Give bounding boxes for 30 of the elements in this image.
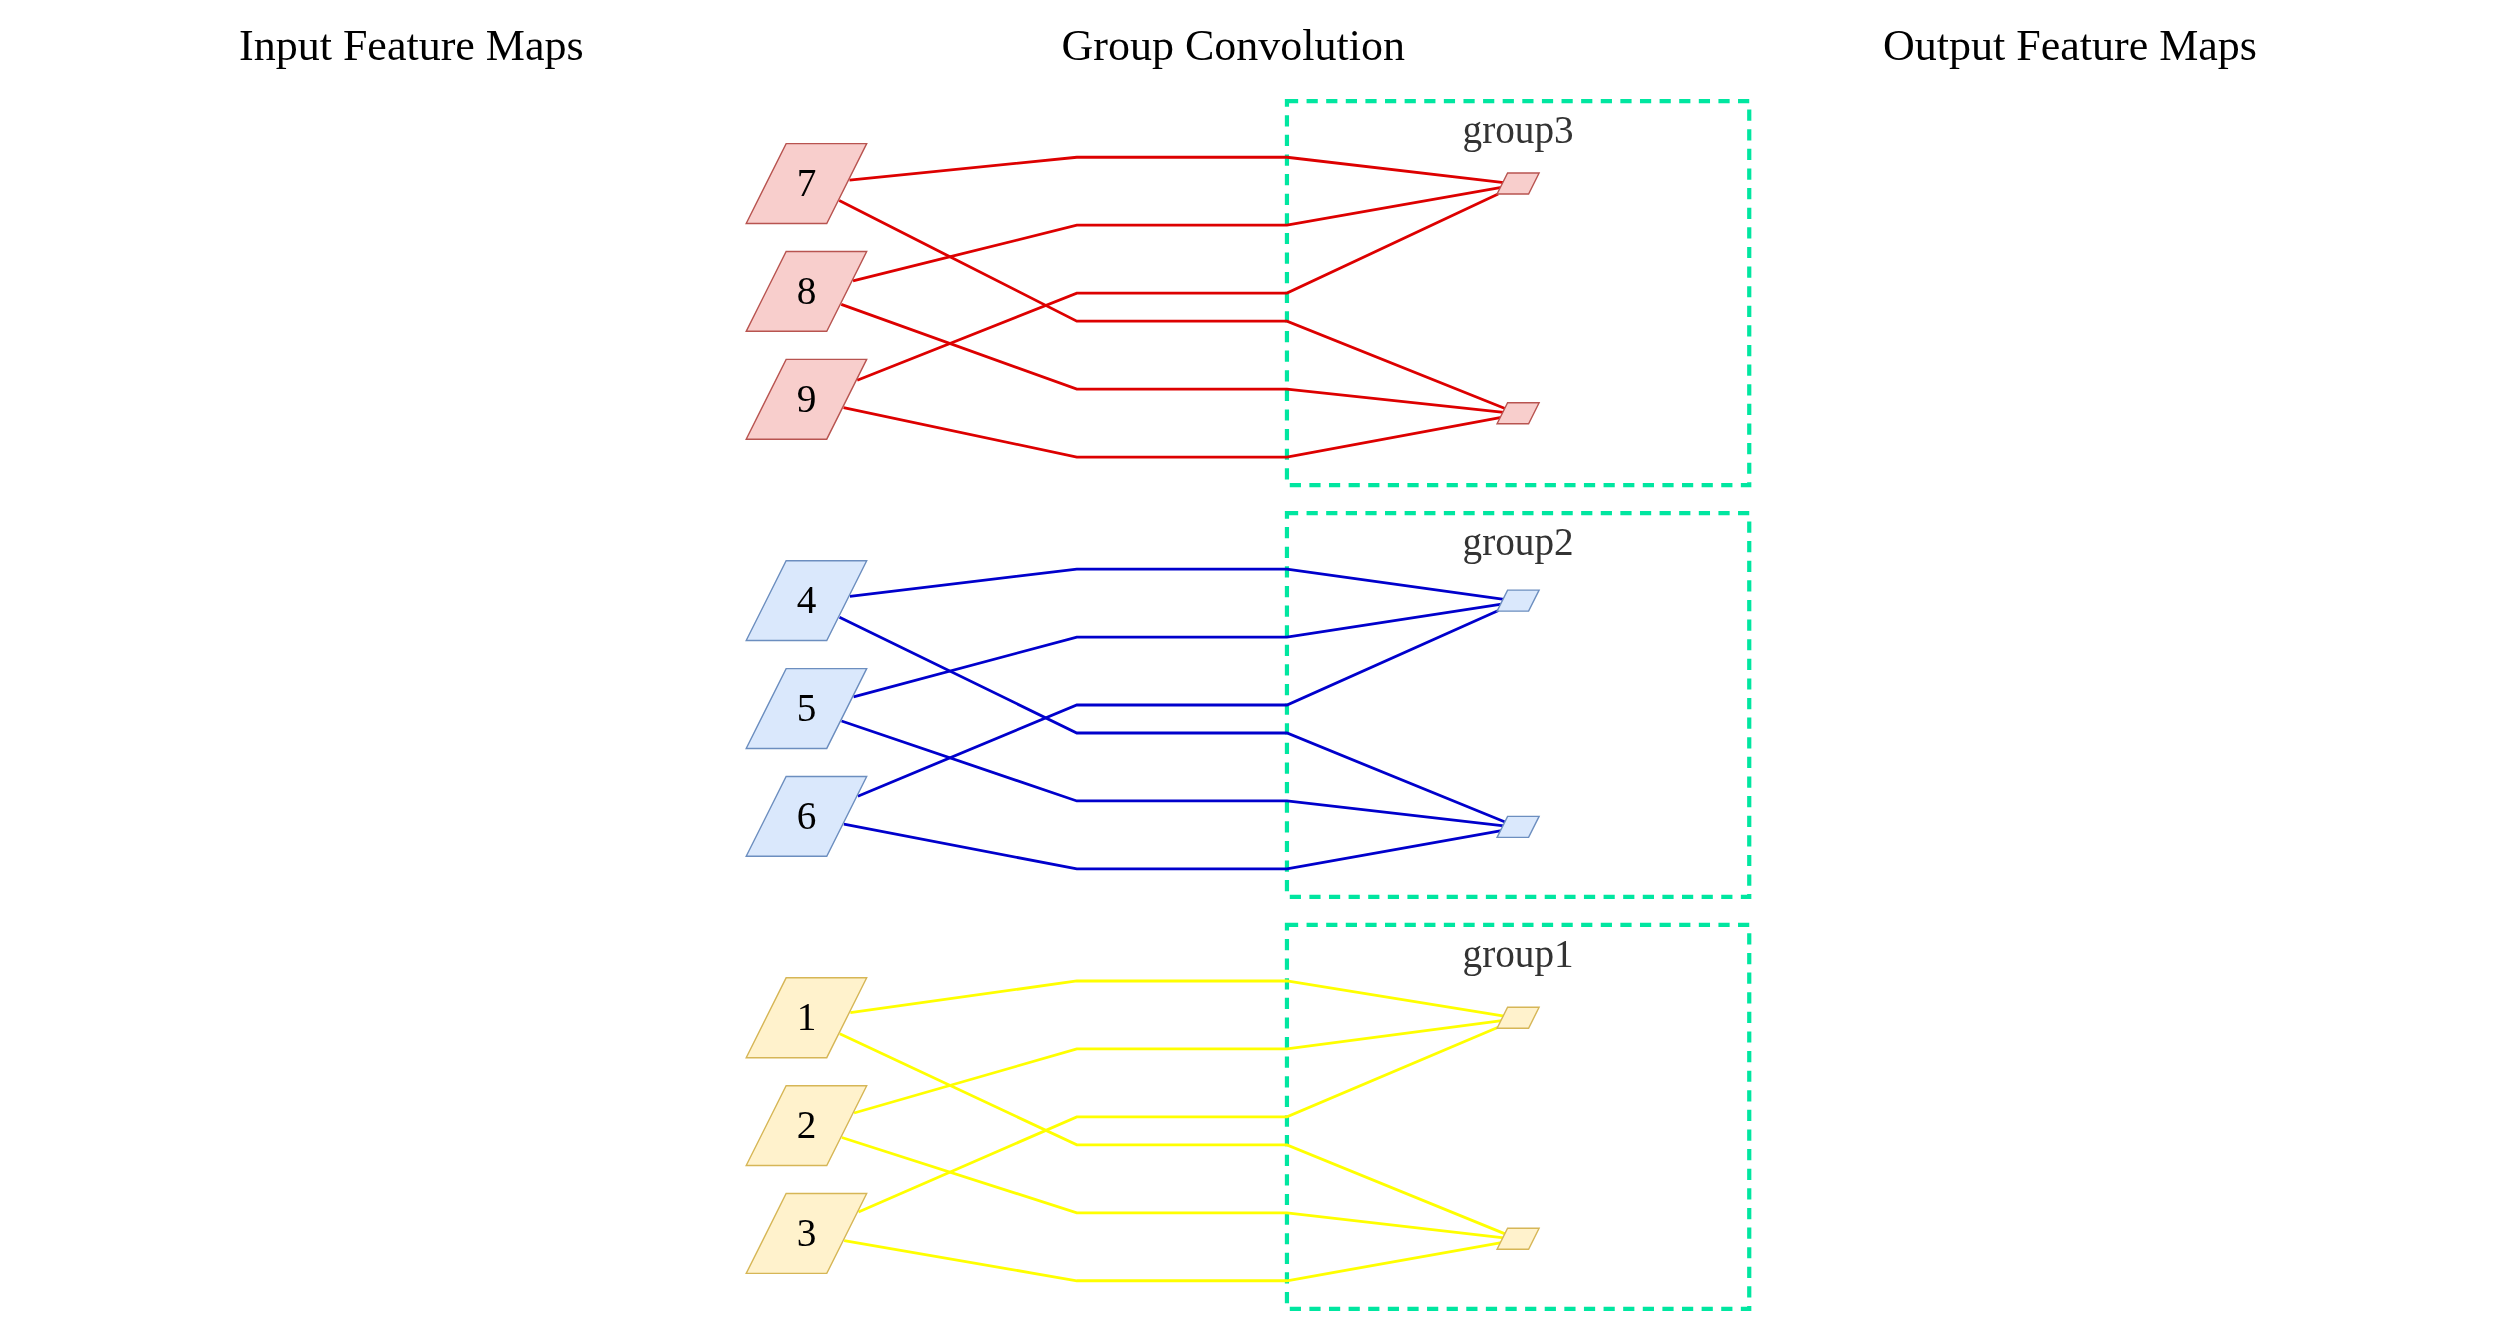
connector xyxy=(843,822,1502,871)
connector xyxy=(843,406,1502,459)
connector xyxy=(857,609,1500,798)
column-heading: Input Feature Maps xyxy=(239,19,584,71)
connector xyxy=(850,979,1505,1018)
cluster: group3 xyxy=(1285,99,1752,488)
column-heading: Group Convolution xyxy=(1061,19,1406,71)
connector xyxy=(849,155,1505,184)
connector xyxy=(853,1019,1503,1115)
connector xyxy=(838,199,1507,411)
connector xyxy=(858,1025,1500,1214)
node-parallelogram xyxy=(1496,172,1541,195)
connector xyxy=(839,615,1507,824)
connector xyxy=(841,1136,1505,1240)
node-parallelogram xyxy=(1496,815,1541,839)
connector xyxy=(853,602,1503,699)
connector xyxy=(857,192,1499,382)
node-parallelogram xyxy=(1496,1227,1541,1250)
connector xyxy=(841,719,1505,828)
node-parallelogram xyxy=(1496,589,1541,612)
connector xyxy=(841,303,1505,414)
cluster: group2 xyxy=(1285,511,1752,899)
node-parallelogram xyxy=(1496,1006,1541,1029)
connector xyxy=(839,1032,1507,1236)
connector xyxy=(850,567,1505,601)
connector xyxy=(852,185,1502,283)
connector xyxy=(844,1239,1502,1283)
cluster: group1 xyxy=(1285,922,1752,1311)
node-parallelogram xyxy=(1496,402,1541,425)
column-heading: Output Feature Maps xyxy=(1883,19,2257,71)
